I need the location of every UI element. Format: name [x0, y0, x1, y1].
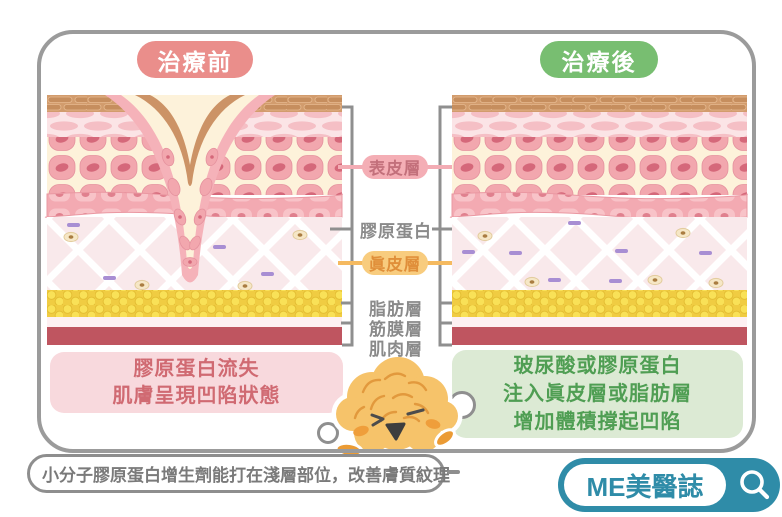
- before-caption-box: 膠原蛋白流失 肌膚呈現凹陷狀態: [50, 352, 343, 413]
- after-caption-box: 玻尿酸或膠原蛋白 注入眞皮層或脂肪層 增加體積撐起凹陷: [452, 350, 743, 438]
- fat-layer-label: 脂肪層: [369, 299, 423, 319]
- after-treatment-label: 治療後: [561, 48, 637, 75]
- brand-logo-text: ME美醫誌: [564, 464, 726, 506]
- mascot-paw-right: [434, 428, 456, 448]
- after-caption-line3: 增加體積撐起凹陷: [513, 411, 682, 433]
- bracket-left: [330, 105, 354, 347]
- skin-before-illustration: [44, 95, 343, 345]
- fascia-layer-label: 筋膜層: [369, 319, 423, 339]
- mascot-mouth: [385, 422, 406, 441]
- after-caption-line2: 注入眞皮層或脂肪層: [503, 383, 692, 405]
- bracket-right: [432, 105, 452, 347]
- before-caption-line1: 膠原蛋白流失: [133, 357, 260, 380]
- epidermis-label-pill: 表皮層: [362, 155, 428, 179]
- speech-bubble-dot-left: [317, 422, 339, 444]
- before-treatment-pill: 治療前: [137, 41, 253, 78]
- skin-after-illustration: [449, 95, 748, 345]
- fibroblast-dots: [477, 227, 724, 289]
- wrinkle-depression: [105, 95, 275, 283]
- elastin-fragments: [462, 221, 712, 283]
- after-treatment-pill: 治療後: [540, 41, 658, 78]
- dermis-label-pill: 眞皮層: [362, 251, 428, 275]
- dermis-label: 眞皮層: [368, 256, 422, 274]
- after-caption-line1: 玻尿酸或膠原蛋白: [513, 355, 682, 377]
- before-treatment-label: 治療前: [157, 48, 233, 75]
- mascot-cheek-right: [425, 419, 441, 429]
- footer-note-text: 小分子膠原蛋白增生劑能打在淺層部位，改善膚質紋理: [42, 466, 450, 485]
- mascot-eye-right: [406, 408, 425, 416]
- fibroblast-dots: [63, 229, 308, 292]
- epidermis-label: 表皮層: [368, 160, 422, 178]
- brand-logo-pill: ME美醫誌: [558, 458, 780, 512]
- before-caption-line2: 肌膚呈現凹陷狀態: [112, 384, 281, 407]
- connector-dash: [447, 470, 460, 474]
- footer-note-pill: 小分子膠原蛋白增生劑能打在淺層部位，改善膚質紋理: [27, 454, 450, 493]
- mascot-fur-curls: [353, 372, 430, 423]
- collagen-label: 膠原蛋白: [360, 221, 432, 241]
- muscle-layer-label: 肌肉層: [369, 339, 423, 359]
- search-icon: [740, 470, 770, 500]
- mascot-eye-left: [370, 413, 385, 427]
- mascot-cheek-left: [353, 425, 369, 437]
- elastin-fragments: [67, 223, 274, 280]
- mascot-character: [331, 352, 463, 459]
